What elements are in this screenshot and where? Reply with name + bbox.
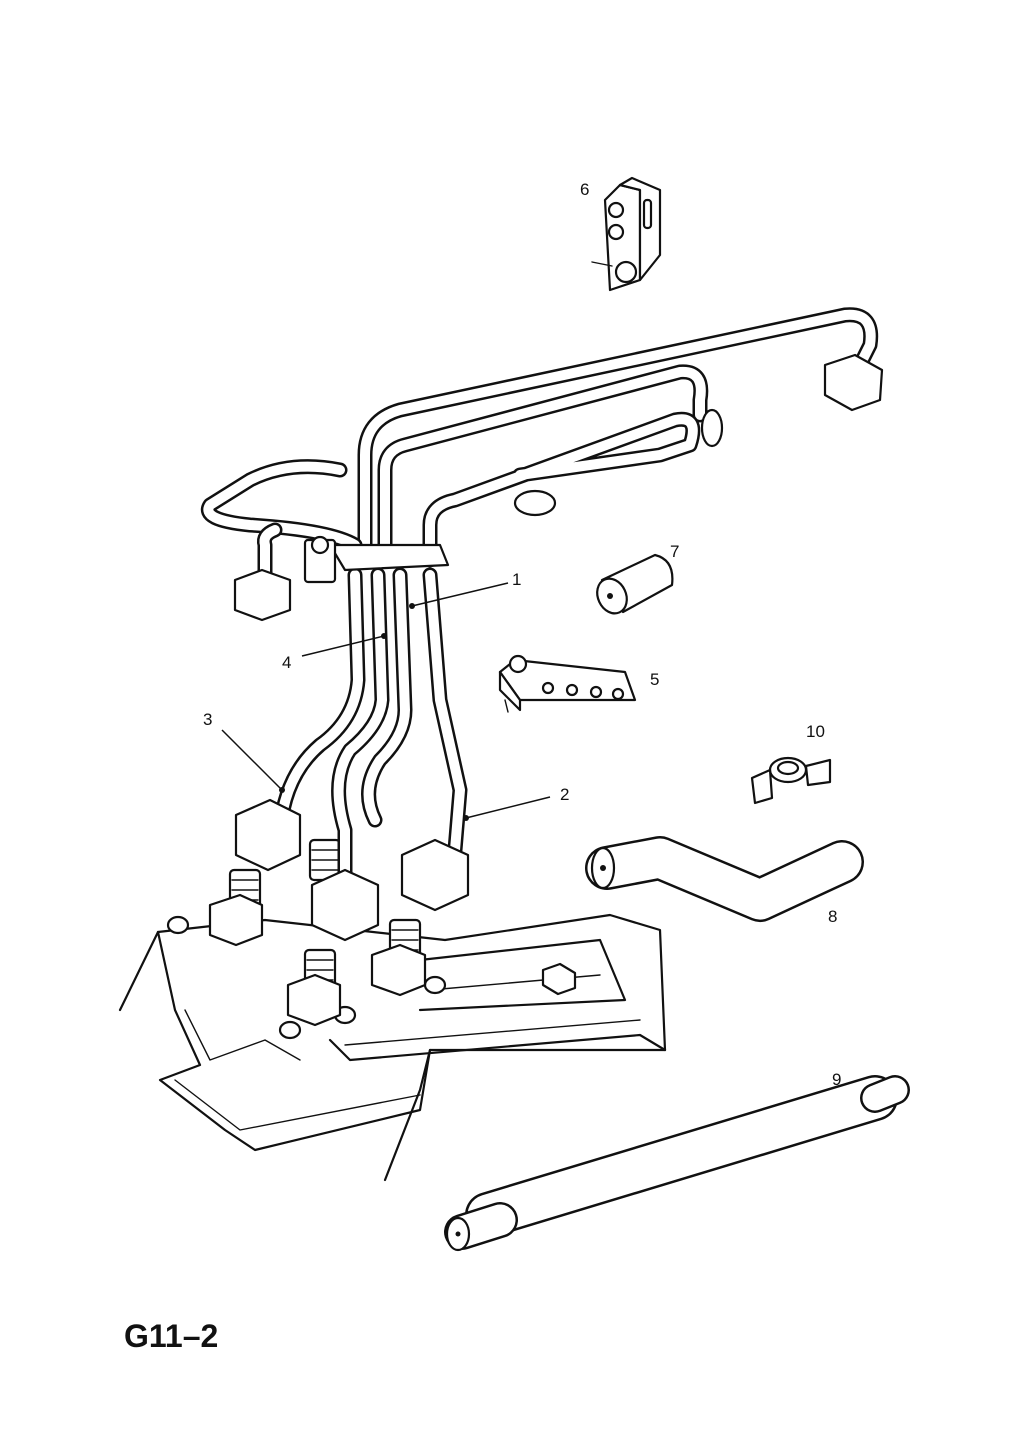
callout-8: 8 [828, 907, 837, 926]
wing-nut-part-10 [750, 756, 832, 805]
union-nut [234, 798, 302, 872]
clamp-plate-part-5 [498, 654, 637, 713]
bracket-part-6 [591, 176, 662, 292]
callout-labels: 1 2 3 4 5 6 7 8 9 10 [203, 180, 841, 1089]
callout-1: 1 [512, 570, 521, 589]
callout-10: 10 [806, 722, 825, 741]
callout-9: 9 [832, 1070, 841, 1089]
injection-pipe-set [200, 307, 884, 942]
callout-4: 4 [282, 653, 291, 672]
callout-3: 3 [203, 710, 212, 729]
union-nut [233, 568, 292, 622]
figure-code: G11–2 [124, 1318, 219, 1354]
pump-housing [118, 913, 667, 1182]
callout-7: 7 [670, 542, 679, 561]
sleeve-part-7 [596, 553, 674, 615]
callout-2: 2 [560, 785, 569, 804]
callout-6: 6 [580, 180, 589, 199]
union-nut [823, 353, 884, 412]
hose-part-8 [585, 836, 864, 922]
leader-lines [221, 582, 551, 821]
union-nut [400, 838, 470, 912]
callout-5: 5 [650, 670, 659, 689]
pipe-clamp [328, 543, 450, 572]
hose-part-9 [444, 1075, 910, 1252]
union-nut [310, 868, 380, 942]
delivery-valve-outlets [208, 838, 427, 1027]
